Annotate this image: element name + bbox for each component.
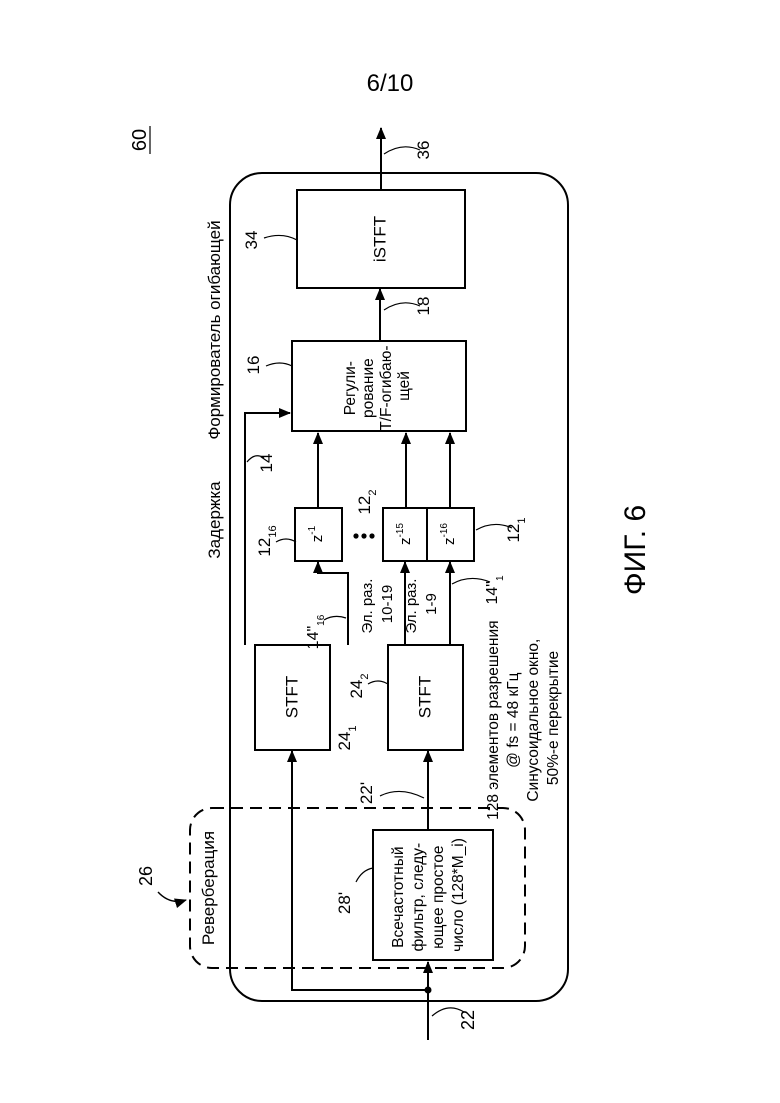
line-to-delay-1 [318, 562, 348, 645]
bins-10-19: Эл. раз. 10-19 [359, 574, 396, 633]
ref-24-2: 242 [347, 673, 371, 698]
ref-60: 60 [129, 129, 151, 151]
ref-12-16: 1216 [255, 525, 279, 556]
ref-26-arrow [158, 892, 186, 901]
stft2-label: STFT [415, 676, 434, 719]
delay-block-15 [383, 508, 430, 561]
label-36: 36 [414, 141, 433, 160]
stft1-label: STFT [282, 676, 301, 719]
bins-1-9: Эл. раз. 1-9 [403, 574, 440, 633]
label-22prime: 22' [357, 782, 376, 804]
label-22: 22 [458, 1010, 478, 1030]
ref-16: 16 [244, 356, 263, 375]
stft-params: 128 элементов разрешения @ fs = 48 кГц С… [485, 616, 562, 820]
ref-28prime: 28' [335, 892, 354, 914]
ref-12-2: 122 [355, 489, 379, 514]
reverb-title: Реверберация [199, 831, 218, 945]
ellipsis-dot [361, 533, 366, 538]
ref-34: 34 [242, 231, 261, 250]
ref-12-1: 121 [504, 517, 528, 542]
label-18: 18 [414, 297, 433, 316]
ref-28prime-leader [356, 868, 373, 882]
ref-12-16-leader [276, 539, 296, 542]
label-22prime-leader [380, 791, 424, 798]
delay-block-1 [295, 508, 342, 561]
label-14-1: 14"1 [484, 575, 506, 604]
ref-24-2-leader [368, 681, 388, 684]
delay-section-label: Задержка [205, 481, 224, 559]
istft-label: iSTFT [370, 216, 389, 262]
ref-26: 26 [136, 866, 156, 886]
ref-16-leader [266, 363, 292, 366]
ellipsis-dot [353, 533, 358, 538]
envelope-shaper-label: Формирователь огибающей [205, 220, 224, 439]
ellipsis-dot [369, 533, 374, 538]
ref-34-leader [264, 235, 297, 240]
figure-caption: ФИГ. 6 [619, 505, 652, 595]
label-14-16-leader [324, 616, 346, 620]
delay-block-16 [427, 508, 474, 561]
ref-24-1: 241 [335, 725, 359, 750]
